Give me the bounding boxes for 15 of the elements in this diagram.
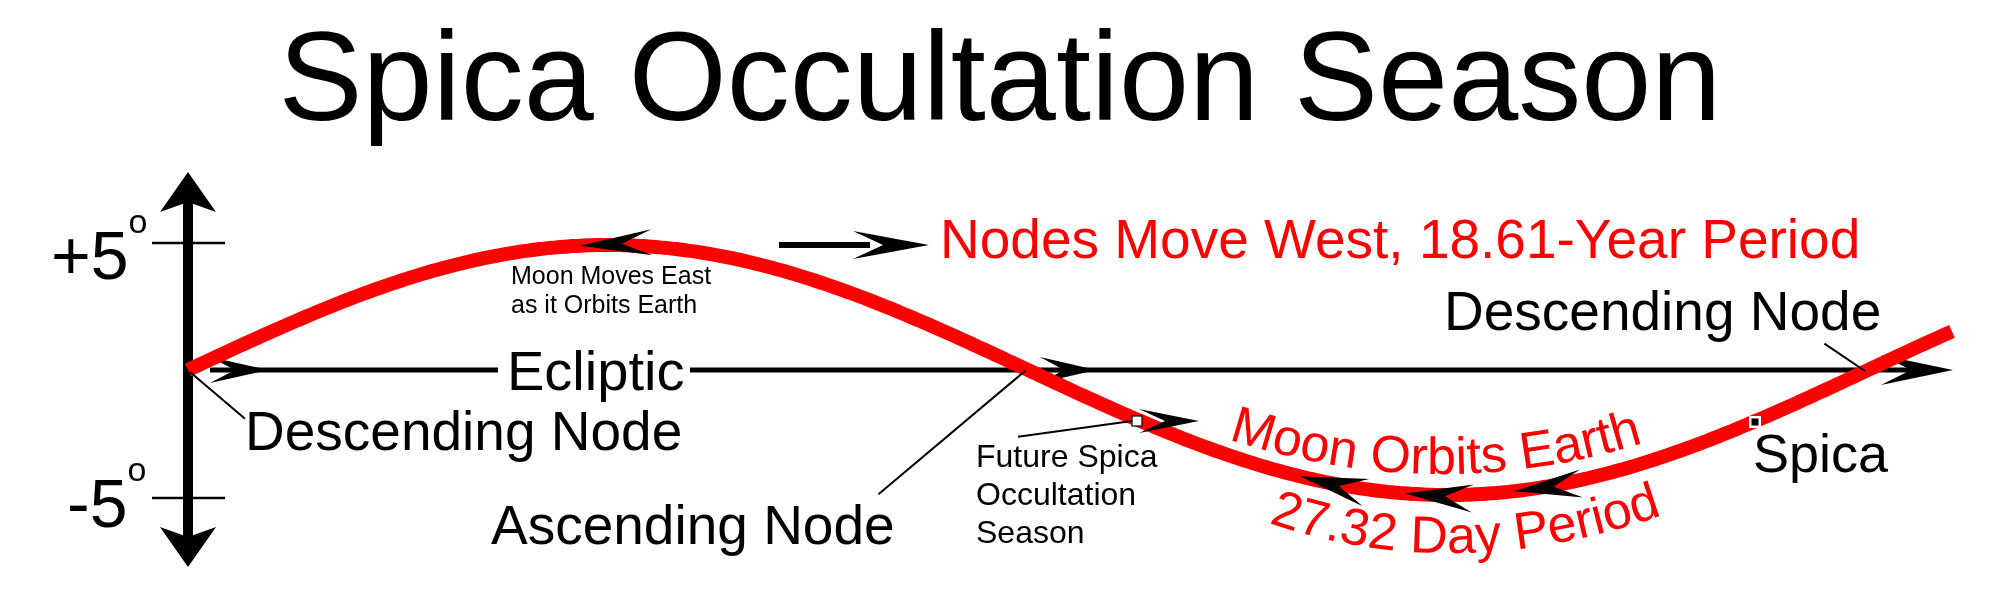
position-marker	[1131, 415, 1143, 427]
leader-line	[877, 370, 1026, 496]
annotation-text: Nodes Move West, 18.61-Year Period	[940, 208, 1861, 272]
callout-label: Future Spica Occultation Season	[976, 436, 1176, 552]
star-label: Spica	[1753, 422, 1889, 485]
annotation-text: Moon Moves East as it Orbits Earth	[511, 260, 713, 319]
leader-line	[1017, 420, 1133, 438]
axis-tick-label: -5$^{o}$	[67, 464, 147, 543]
title: Spica Occultation Season	[277, 4, 1723, 149]
leader-line	[189, 371, 246, 420]
leader-line	[1823, 342, 1866, 372]
line-label: Ecliptic	[507, 339, 685, 404]
axis-tick-label: +5$^{o}$	[51, 216, 148, 295]
callout-label: Descending Node	[1444, 280, 1882, 344]
callout-label: Ascending Node	[491, 494, 895, 558]
